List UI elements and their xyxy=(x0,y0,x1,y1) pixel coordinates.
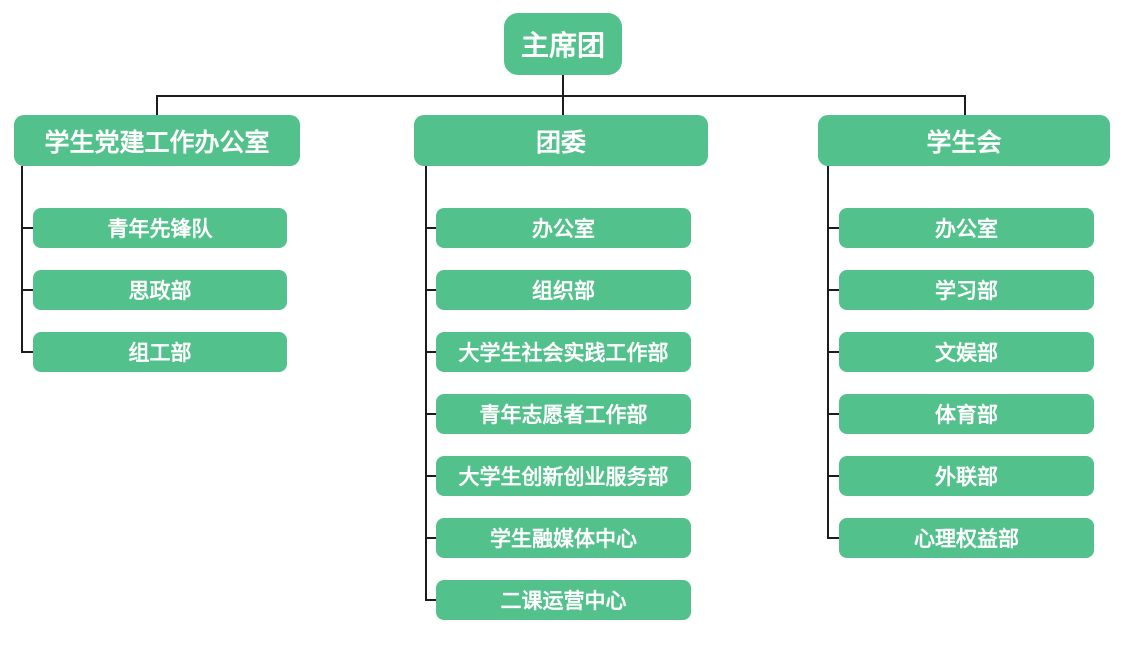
connector-line xyxy=(21,289,34,291)
connector-line xyxy=(156,95,966,97)
connector-line xyxy=(425,166,427,601)
connector-line xyxy=(425,599,437,601)
org-node-child: 学习部 xyxy=(839,270,1094,310)
connector-line xyxy=(827,537,840,539)
connector-line xyxy=(425,227,437,229)
org-node-child: 大学生创新创业服务部 xyxy=(436,456,691,496)
connector-line xyxy=(827,227,840,229)
org-node-branch-youth-league: 团委 xyxy=(414,115,708,166)
org-node-root: 主席团 xyxy=(504,13,622,75)
org-node-branch-student-union: 学生会 xyxy=(818,115,1110,166)
org-node-branch-party-office: 学生党建工作办公室 xyxy=(14,115,300,166)
connector-line xyxy=(425,413,437,415)
org-node-child: 办公室 xyxy=(436,208,691,248)
org-node-child: 学生融媒体中心 xyxy=(436,518,691,558)
org-node-child: 体育部 xyxy=(839,394,1094,434)
connector-line xyxy=(827,351,840,353)
connector-line xyxy=(425,289,437,291)
org-node-child: 大学生社会实践工作部 xyxy=(436,332,691,372)
connector-line xyxy=(21,166,23,353)
org-node-child: 办公室 xyxy=(839,208,1094,248)
connector-line xyxy=(156,95,158,115)
org-node-child: 外联部 xyxy=(839,456,1094,496)
connector-line xyxy=(964,95,966,115)
org-node-child: 青年志愿者工作部 xyxy=(436,394,691,434)
connector-line xyxy=(425,351,437,353)
org-node-child: 文娱部 xyxy=(839,332,1094,372)
connector-line xyxy=(425,475,437,477)
connector-line xyxy=(21,351,34,353)
org-node-child: 思政部 xyxy=(33,270,287,310)
org-node-child: 组工部 xyxy=(33,332,287,372)
org-node-child: 二课运营中心 xyxy=(436,580,691,620)
connector-line xyxy=(827,289,840,291)
connector-line xyxy=(827,413,840,415)
connector-line xyxy=(21,227,34,229)
org-node-child: 组织部 xyxy=(436,270,691,310)
connector-line xyxy=(425,537,437,539)
org-node-child: 青年先锋队 xyxy=(33,208,287,248)
connector-line xyxy=(827,475,840,477)
org-node-child: 心理权益部 xyxy=(839,518,1094,558)
